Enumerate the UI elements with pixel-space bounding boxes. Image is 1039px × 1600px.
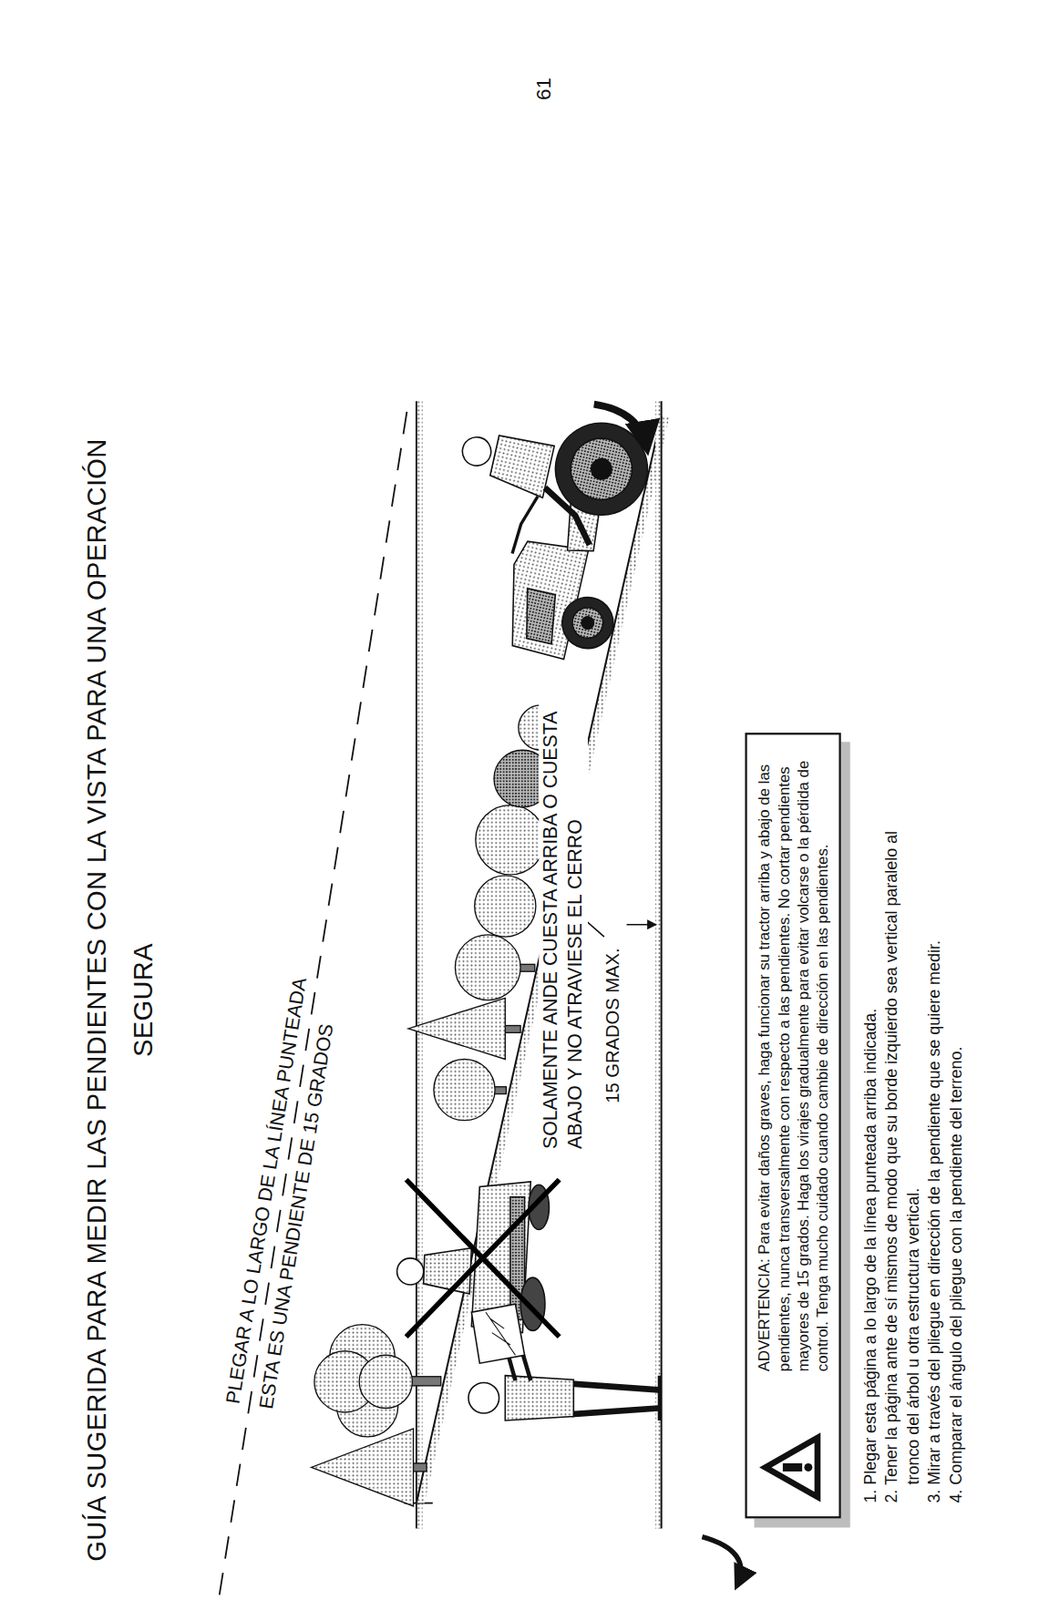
fold-line: [219, 402, 409, 1595]
ground-line: [660, 401, 663, 1529]
tractor: [421, 393, 657, 669]
instruction-step: 4. Comparar el ángulo del pliegue con la…: [945, 789, 967, 1504]
page-number: 61: [530, 77, 556, 101]
angle-arrow: [627, 924, 657, 926]
curved-arrow: [701, 1537, 741, 1587]
ground-texture: [655, 401, 662, 1529]
instruction-step: 1. Plegar esta página a lo largo de la l…: [859, 789, 882, 1504]
instruction-list: 1. Plegar esta página a lo largo de la l…: [859, 789, 967, 1504]
slope-line: [416, 416, 662, 1504]
instruction-step: 3. Mirar a través del pliegue en direcci…: [923, 789, 946, 1504]
instruction-label: SOLAMENTE ANDE CUESTA ARRIBA O CUESTA AB…: [538, 668, 588, 1153]
slope-texture: [416, 416, 670, 1504]
warning-box: ADVERTENCIA: Para evitar daños graves, h…: [744, 732, 841, 1519]
warning-icon: [757, 1430, 823, 1505]
page-title: GUÍA SUGERIDA PARA MEDIR LAS PENDIENTES …: [74, 418, 167, 1583]
angle-label: 15 GRADOS MAX.: [601, 946, 625, 1106]
horizon-line: [415, 401, 418, 1529]
warning-text: ADVERTENCIA: Para evitar daños graves, h…: [754, 745, 833, 1373]
ground-texture: [416, 401, 423, 1529]
direction-arrow: [594, 404, 648, 450]
man-with-page: [468, 1304, 659, 1421]
instruction-step: 2. Tener la página ante de sí mismos de …: [880, 789, 924, 1504]
title-block: GUÍA SUGERIDA PARA MEDIR LAS PENDIENTES …: [74, 418, 167, 1583]
